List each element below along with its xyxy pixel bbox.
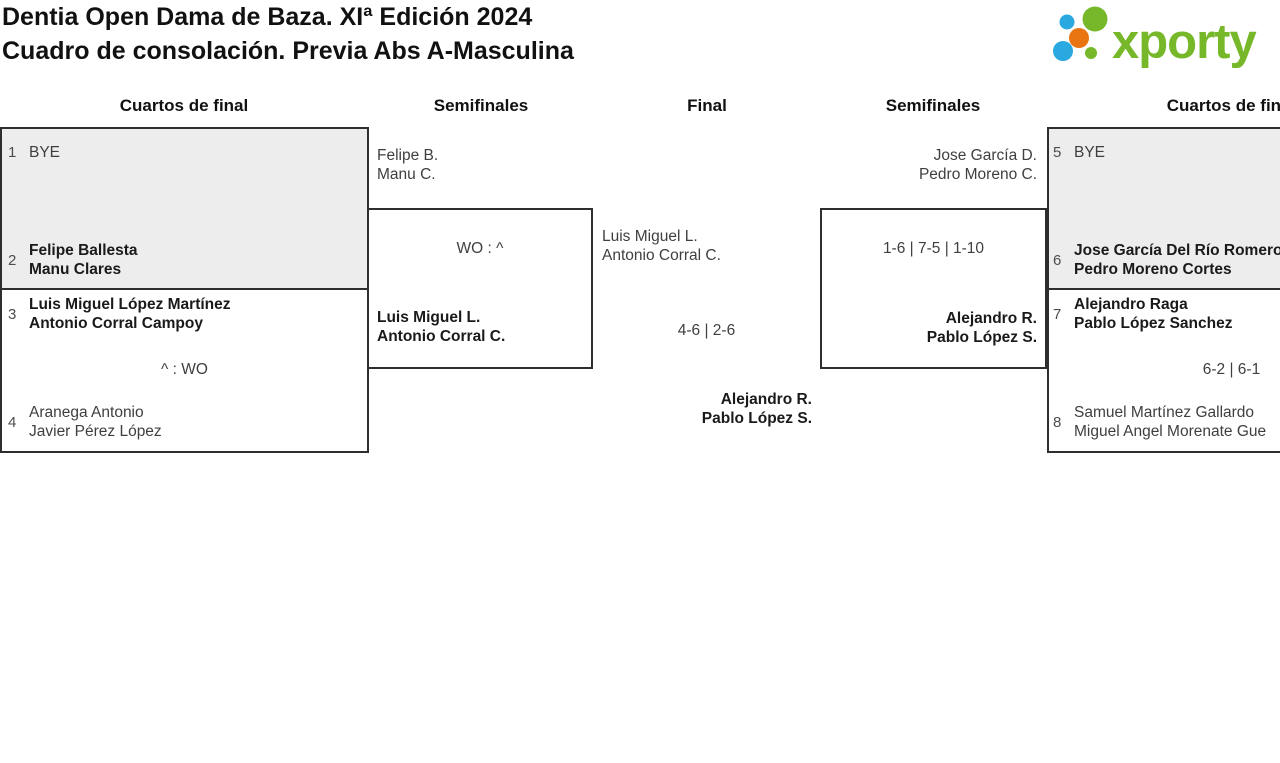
team-name-line2: Pablo López Sanchez	[1074, 315, 1233, 332]
team-name: Luis Miguel L. Antonio Corral C.	[602, 227, 721, 265]
team-name-line1: Alejandro R.	[720, 391, 812, 408]
team-name-line2: Pedro Moreno Cortes	[1074, 261, 1232, 278]
logo-dot-blue-large	[1053, 41, 1073, 61]
logo-dot-orange	[1069, 28, 1089, 48]
team-name: Samuel Martínez Gallardo Miguel Angel Mo…	[1074, 403, 1266, 441]
seed-number: 7	[1053, 305, 1062, 323]
team-name-line1: Aranega Antonio	[29, 404, 144, 421]
team-name-line2: Manu Clares	[29, 261, 122, 278]
seed-number: 6	[1053, 251, 1062, 269]
match-box-qf-left-1	[0, 127, 369, 290]
match-box-qf-right-2	[1047, 288, 1280, 453]
xporty-logo-graphic: xporty	[1053, 6, 1258, 69]
team-name-line2: Miguel Angel Morenate Gue	[1074, 423, 1267, 440]
logo-dot-green-large	[1082, 6, 1108, 32]
match-box-sf-left	[367, 208, 593, 369]
match-box-qf-right-1	[1047, 127, 1280, 290]
seed-number: 5	[1053, 144, 1062, 161]
seed-number: 3	[8, 305, 17, 323]
match-score-sf-left: WO : ^	[456, 240, 504, 257]
team-name-line1: Alejandro Raga	[1074, 296, 1188, 313]
team-name: Luis Miguel López Martínez Antonio Corra…	[29, 295, 231, 333]
team-name: BYE	[1074, 143, 1105, 162]
team-row-sf-left-top: Felipe B. Manu C.	[377, 146, 438, 184]
team-row-seed4: 4 Aranega Antonio Javier Pérez López	[8, 403, 162, 441]
team-name-line1: Jose García Del Río Romero	[1074, 242, 1280, 259]
seed-number: 2	[8, 251, 17, 269]
round-header-qf-right: Cuartos de final	[1166, 96, 1280, 115]
team-row-sf-right-top: Jose García D. Pedro Moreno C.	[820, 146, 1037, 184]
team-name: Aranega Antonio Javier Pérez López	[29, 403, 162, 441]
team-row-sf-right-winner: Alejandro R. Pablo López S.	[820, 309, 1037, 347]
team-row-seed8: 8 Samuel Martínez Gallardo Miguel Angel …	[1053, 403, 1266, 441]
team-name: Alejandro R. Pablo López S.	[927, 309, 1037, 347]
team-name-line1: BYE	[1074, 144, 1106, 161]
xporty-logo[interactable]: xporty	[1048, 2, 1280, 69]
team-row-final-winner: Alejandro R. Pablo López S.	[560, 390, 812, 428]
team-name: Alejandro Raga Pablo López Sanchez	[1074, 295, 1232, 333]
team-name: Jose García D. Pedro Moreno C.	[919, 146, 1037, 184]
round-header-qf-left: Cuartos de final	[119, 96, 249, 115]
team-name-line2: Javier Pérez López	[29, 423, 162, 440]
team-name: Jose García Del Río Romero Pedro Moreno …	[1074, 241, 1280, 279]
team-name: Luis Miguel L. Antonio Corral C.	[377, 308, 505, 346]
team-row-seed3: 3 Luis Miguel López Martínez Antonio Cor…	[8, 295, 231, 333]
team-name-line2: Antonio Corral C.	[377, 328, 506, 345]
match-box-qf-left-2	[0, 288, 369, 453]
team-row-sf-left-winner: Luis Miguel L. Antonio Corral C.	[377, 308, 505, 346]
team-name-line2: Antonio Corral C.	[602, 247, 721, 264]
round-header-sf-left: Semifinales	[433, 96, 529, 115]
match-score-sf-right: 1-6 | 7-5 | 1-10	[882, 240, 985, 257]
team-name-line2: Pedro Moreno C.	[918, 166, 1037, 183]
team-name-line1: Alejandro R.	[945, 310, 1037, 327]
team-name-line2: Pablo López S.	[701, 410, 812, 427]
team-name-line1: Luis Miguel L.	[602, 228, 698, 245]
match-score-qf-right-2: 6-2 | 6-1	[1202, 361, 1261, 378]
page-title-line1: Dentia Open Dama de Baza. XIª Edición 20…	[2, 3, 533, 31]
team-name-line1: Felipe Ballesta	[29, 242, 138, 259]
seed-number: 8	[1053, 413, 1062, 431]
logo-dot-blue-small	[1059, 14, 1075, 30]
team-name-line1: Felipe B.	[377, 147, 439, 164]
round-header-final: Final	[687, 96, 727, 115]
team-name-line1: Luis Miguel López Martínez	[29, 296, 231, 313]
team-row-seed6: 6 Jose García Del Río Romero Pedro Moren…	[1053, 241, 1280, 279]
logo-dot-green-small	[1085, 47, 1097, 59]
match-box-sf-right	[820, 208, 1047, 369]
team-row-final-top: Luis Miguel L. Antonio Corral C.	[602, 227, 721, 265]
team-name-line2: Manu C.	[377, 166, 436, 183]
team-name-line1: Samuel Martínez Gallardo	[1074, 404, 1255, 421]
team-name-line2: Pablo López S.	[926, 329, 1037, 346]
match-score-final: 4-6 | 2-6	[677, 322, 736, 339]
round-header-sf-right: Semifinales	[885, 96, 981, 115]
page-title-line2: Cuadro de consolación. Previa Abs A-Masc…	[2, 36, 574, 65]
team-name-line2: Antonio Corral Campoy	[29, 315, 203, 332]
seed-number: 4	[8, 413, 17, 431]
team-name-line1: Jose García D.	[933, 147, 1037, 164]
team-name: BYE	[29, 143, 60, 162]
team-row-seed2: 2 Felipe Ballesta Manu Clares	[8, 241, 138, 279]
match-score-qf-left-2: ^ : WO	[161, 361, 208, 378]
team-name-line1: Luis Miguel L.	[377, 309, 481, 326]
team-row-seed1: 1 BYE	[8, 143, 60, 162]
logo-text: xporty	[1112, 15, 1257, 68]
team-name-line1: BYE	[29, 144, 61, 161]
team-row-seed7: 7 Alejandro Raga Pablo López Sanchez	[1053, 295, 1232, 333]
team-name: Felipe B. Manu C.	[377, 146, 438, 184]
team-name: Felipe Ballesta Manu Clares	[29, 241, 138, 279]
team-row-seed5: 5 BYE	[1053, 143, 1105, 162]
seed-number: 1	[8, 144, 17, 161]
page-title: Dentia Open Dama de Baza. XIª Edición 20…	[2, 1, 574, 68]
